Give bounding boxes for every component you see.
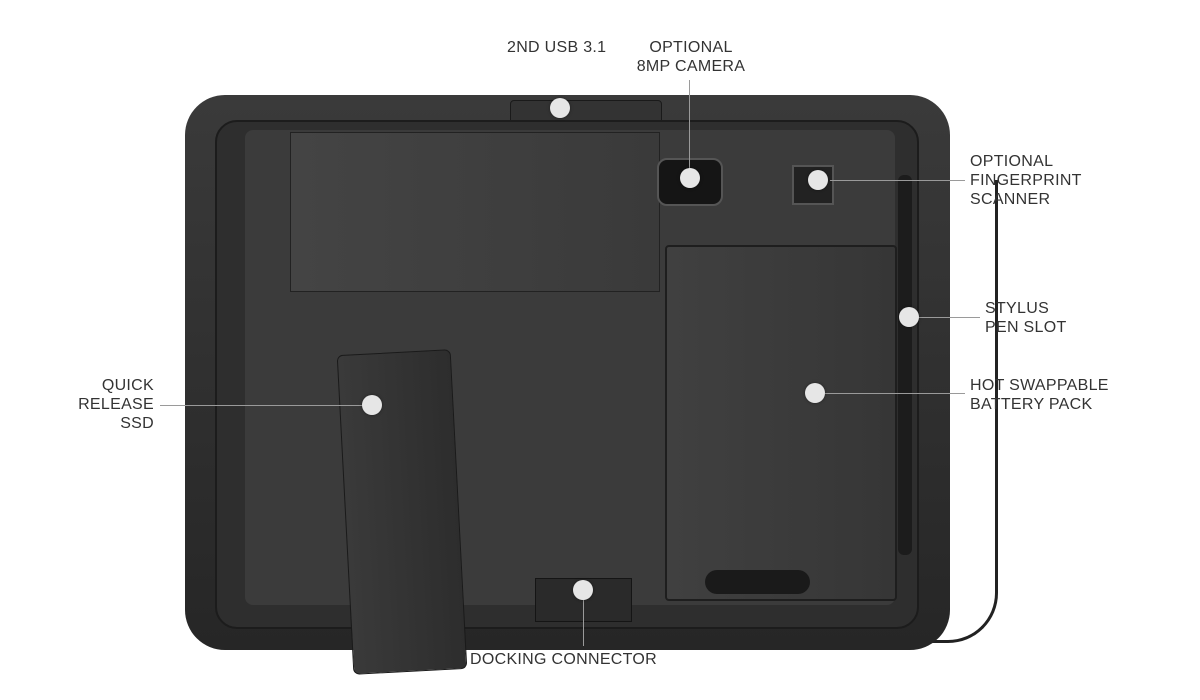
docking-label-text: DOCKING CONNECTOR [470, 651, 658, 668]
battery-callout-line [825, 393, 965, 394]
usb-label-text: 2ND USB 3.1 [507, 39, 607, 56]
fingerprint-label-line2: FINGERPRINT [970, 172, 1082, 189]
ssd-label-line2: RELEASE [78, 396, 154, 413]
usb-label: 2ND USB 3.1 [507, 38, 606, 57]
camera-label-line2: 8MP CAMERA [636, 58, 746, 75]
fingerprint-label-line3: SCANNER [970, 191, 1051, 208]
stylus-label-line2: PEN SLOT [985, 319, 1067, 336]
docking-callout-line [583, 598, 584, 646]
stylus-pen [898, 175, 912, 555]
fingerprint-label: OPTIONAL FINGERPRINT SCANNER [970, 152, 1082, 209]
battery-pack [665, 245, 897, 601]
camera-marker [680, 168, 700, 188]
battery-label-line1: HOT SWAPPABLE [970, 377, 1109, 394]
ssd-marker [362, 395, 382, 415]
ssd-cover [336, 349, 468, 675]
ssd-label: QUICK RELEASE SSD [60, 376, 154, 433]
battery-marker [805, 383, 825, 403]
battery-label: HOT SWAPPABLE BATTERY PACK [970, 376, 1109, 414]
docking-marker [573, 580, 593, 600]
fingerprint-callout-line [830, 180, 965, 181]
ssd-label-line1: QUICK [101, 377, 154, 394]
camera-label: OPTIONAL 8MP CAMERA [622, 38, 760, 76]
fingerprint-marker [808, 170, 828, 190]
camera-callout-line [689, 80, 690, 178]
stylus-label: STYLUS PEN SLOT [985, 299, 1067, 337]
stylus-label-line1: STYLUS [985, 300, 1050, 317]
wrist-strap [905, 180, 998, 643]
ssd-label-line3: SSD [120, 415, 154, 432]
stylus-marker [899, 307, 919, 327]
stylus-callout-line [918, 317, 980, 318]
battery-label-line2: BATTERY PACK [970, 396, 1093, 413]
docking-label: DOCKING CONNECTOR [470, 650, 657, 669]
camera-label-line1: OPTIONAL [649, 39, 733, 56]
ssd-callout-line [160, 405, 370, 406]
battery-latch [705, 570, 810, 594]
top-cover [290, 132, 660, 292]
fingerprint-label-line1: OPTIONAL [970, 153, 1054, 170]
usb-marker [550, 98, 570, 118]
